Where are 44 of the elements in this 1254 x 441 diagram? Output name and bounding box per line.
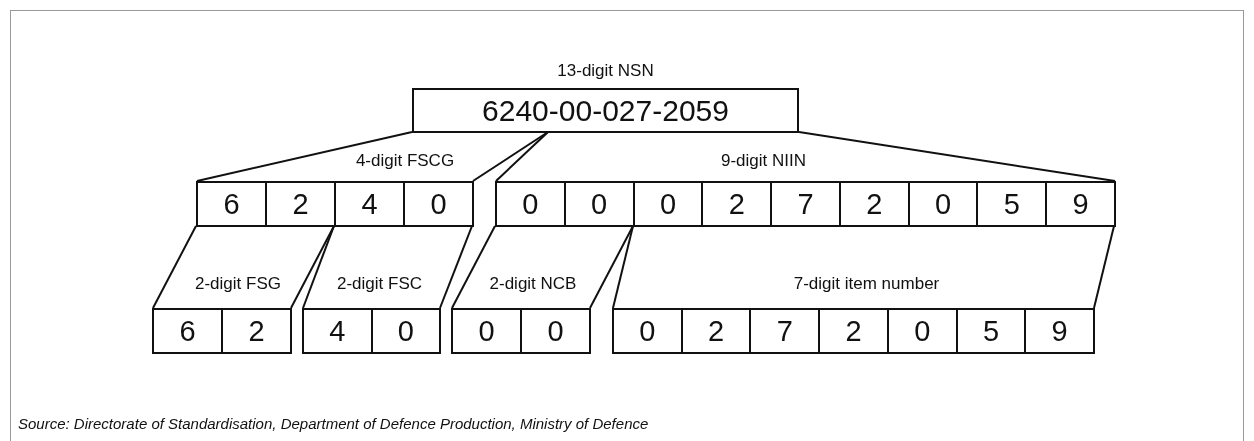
digit-cell: 0: [612, 308, 683, 354]
group-heading: 2-digit FSG: [195, 275, 281, 294]
fan-line: [196, 131, 413, 182]
digit-cell: 4: [334, 181, 405, 227]
digit-cell: 5: [976, 181, 1048, 227]
digit-cell: 6: [152, 308, 223, 354]
fan-line: [152, 225, 197, 309]
fan-line: [612, 225, 634, 309]
digit-cell: 0: [403, 181, 474, 227]
digit-cell: 2: [701, 181, 773, 227]
group-heading: 13-digit NSN: [557, 62, 654, 81]
fan-line: [439, 225, 473, 309]
digit-cell: 2: [221, 308, 292, 354]
fan-line: [302, 225, 335, 309]
digit-cell: 0: [886, 308, 958, 354]
fan-line: [798, 131, 1116, 182]
digit-cell: 2: [838, 181, 910, 227]
digit-cell: 6: [196, 181, 267, 227]
digit-cell: 0: [563, 181, 635, 227]
digit-cell: 2: [818, 308, 889, 354]
digit-cell: 7: [749, 308, 821, 354]
digit-cell: 0: [495, 181, 566, 227]
fan-line: [451, 225, 496, 309]
digit-cell: 2: [265, 181, 336, 227]
fan-line: [1093, 225, 1115, 309]
group-heading: 7-digit item number: [793, 275, 940, 294]
group-heading: 2-digit FSC: [337, 275, 422, 294]
digit-cell: 2: [680, 308, 752, 354]
digit-cell: 5: [955, 308, 1027, 354]
digit-cell: 9: [1045, 181, 1117, 227]
digit-cell: 0: [907, 181, 979, 227]
digit-cell: 0: [451, 308, 522, 354]
source-note: Source: Directorate of Standardisation, Department of Defence Production, Ministry of Defence: [18, 415, 649, 432]
digit-cell: 0: [632, 181, 704, 227]
group-heading: 9-digit NIIN: [721, 152, 806, 171]
group-heading: 2-digit NCB: [489, 275, 577, 294]
digit-cell: 0: [370, 308, 441, 354]
digit-cell: 0: [520, 308, 591, 354]
digit-cell: 7: [770, 181, 841, 227]
digit-cell: 9: [1024, 308, 1096, 354]
group-heading: 4-digit FSCG: [355, 152, 455, 171]
fan-line: [495, 131, 549, 182]
fan-line: [589, 225, 634, 309]
digit-cell: 4: [302, 308, 373, 354]
